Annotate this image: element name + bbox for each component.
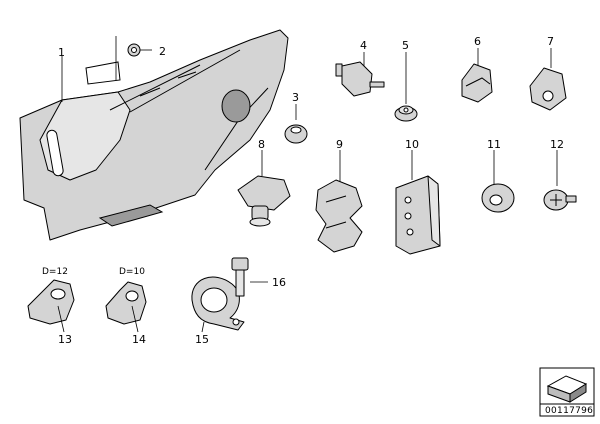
part-10-bracket[interactable]	[395, 150, 441, 255]
callout-6: 6	[474, 35, 481, 48]
callout-3: 3	[292, 91, 299, 104]
part-11-grommet[interactable]	[481, 150, 515, 213]
diagram-code: 00117796	[545, 406, 593, 416]
part-12-screw[interactable]	[543, 150, 577, 211]
part-6-clip[interactable]	[461, 48, 493, 103]
callout-1: 1	[58, 46, 65, 59]
callout-13: 13	[58, 333, 72, 346]
part-14-clip[interactable]	[105, 281, 147, 333]
callout-8: 8	[258, 138, 265, 151]
diagram-code-box: 00117796	[539, 367, 595, 417]
callout-12: 12	[550, 138, 564, 151]
part-3-grommet[interactable]	[284, 104, 308, 144]
callout-15: 15	[195, 333, 209, 346]
callout-5: 5	[402, 39, 409, 52]
callout-11: 11	[487, 138, 501, 151]
part-13-clip[interactable]	[27, 279, 75, 333]
part-2-nut[interactable]	[115, 36, 152, 80]
callout-2: 2	[159, 45, 166, 58]
callout-9: 9	[336, 138, 343, 151]
part-9-holder[interactable]	[315, 150, 363, 253]
callout-14: 14	[132, 333, 146, 346]
part-16-bolt[interactable]	[231, 257, 268, 297]
dimension-label-14: D=10	[119, 267, 145, 277]
part-8-cable-clamp[interactable]	[237, 150, 291, 227]
callout-10: 10	[405, 138, 419, 151]
part-7-clip[interactable]	[529, 48, 567, 111]
callout-4: 4	[360, 39, 367, 52]
part-15-p-clip[interactable]	[191, 276, 245, 333]
part-4-rubber-mount[interactable]	[335, 52, 385, 97]
callout-16: 16	[272, 276, 286, 289]
dimension-label-13: D=12	[42, 267, 68, 277]
callout-7: 7	[547, 35, 554, 48]
part-5-nut-washer[interactable]	[394, 52, 418, 122]
part-1-cover-panel[interactable]	[19, 29, 289, 241]
